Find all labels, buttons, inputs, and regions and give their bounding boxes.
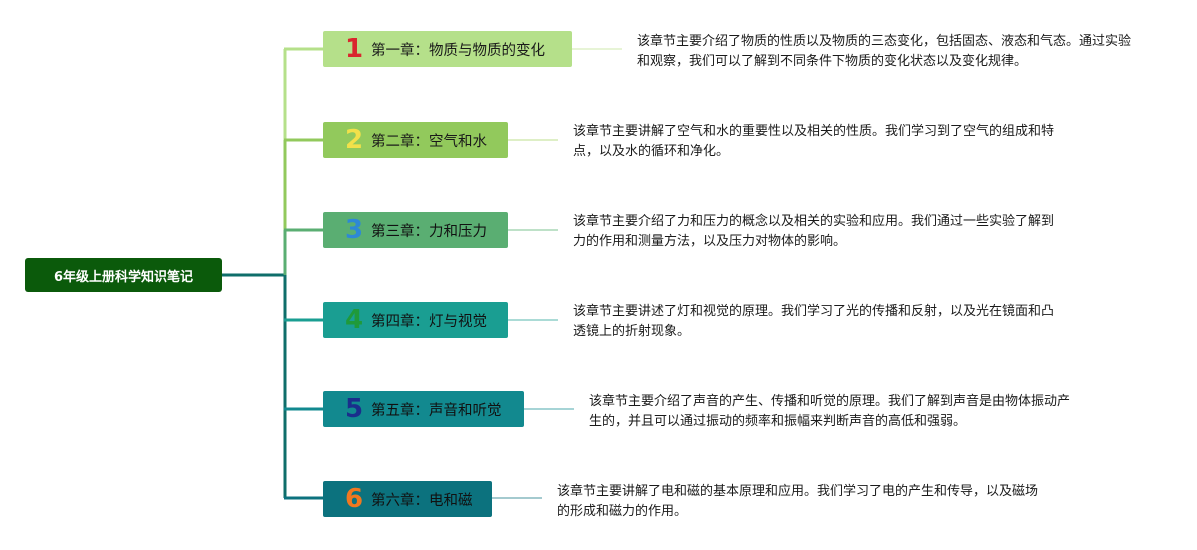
chapter-number: 6	[344, 484, 364, 514]
chapter-node-3[interactable]: 3 第三章：力和压力	[323, 212, 508, 248]
chapter-number: 3	[344, 215, 364, 245]
chapter-number: 5	[344, 394, 364, 424]
chapter-description-2: 该章节主要讲解了空气和水的重要性以及相关的性质。我们学习到了空气的组成和特点，以…	[573, 124, 1055, 159]
root-node[interactable]: 6年级上册科学知识笔记	[25, 258, 222, 292]
chapter-node-1[interactable]: 1 第一章：物质与物质的变化	[323, 31, 572, 67]
chapter-number: 2	[344, 125, 364, 155]
chapter-description-1: 该章节主要介绍了物质的性质以及物质的三态变化，包括固态、液态和气态。通过实验和观…	[637, 34, 1132, 69]
chapter-description-4: 该章节主要讲述了灯和视觉的原理。我们学习了光的传播和反射，以及光在镜面和凸透镜上…	[573, 304, 1055, 339]
chapter-node-5[interactable]: 5 第五章：声音和听觉	[323, 391, 524, 427]
chapter-node-6[interactable]: 6 第六章：电和磁	[323, 481, 492, 517]
chapter-title: 第五章：声音和听觉	[371, 402, 502, 419]
chapter-title: 第四章：灯与视觉	[371, 313, 487, 330]
chapter-number: 4	[344, 305, 364, 335]
chapter-title: 第一章：物质与物质的变化	[371, 42, 545, 59]
chapter-title: 第六章：电和磁	[371, 492, 473, 509]
chapter-number: 1	[344, 34, 364, 64]
chapter-title: 第三章：力和压力	[371, 223, 487, 240]
chapter-node-2[interactable]: 2 第二章：空气和水	[323, 122, 508, 158]
chapter-node-4[interactable]: 4 第四章：灯与视觉	[323, 302, 508, 338]
chapter-title: 第二章：空气和水	[371, 133, 487, 150]
root-title: 6年级上册科学知识笔记	[53, 269, 194, 285]
chapter-description-6: 该章节主要讲解了电和磁的基本原理和应用。我们学习了电的产生和传导，以及磁场的形成…	[557, 484, 1039, 519]
chapter-description-5: 该章节主要介绍了声音的产生、传播和听觉的原理。我们了解到声音是由物体振动产生的，…	[589, 394, 1071, 429]
chapter-description-3: 该章节主要介绍了力和压力的概念以及相关的实验和应用。我们通过一些实验了解到力的作…	[573, 214, 1055, 249]
